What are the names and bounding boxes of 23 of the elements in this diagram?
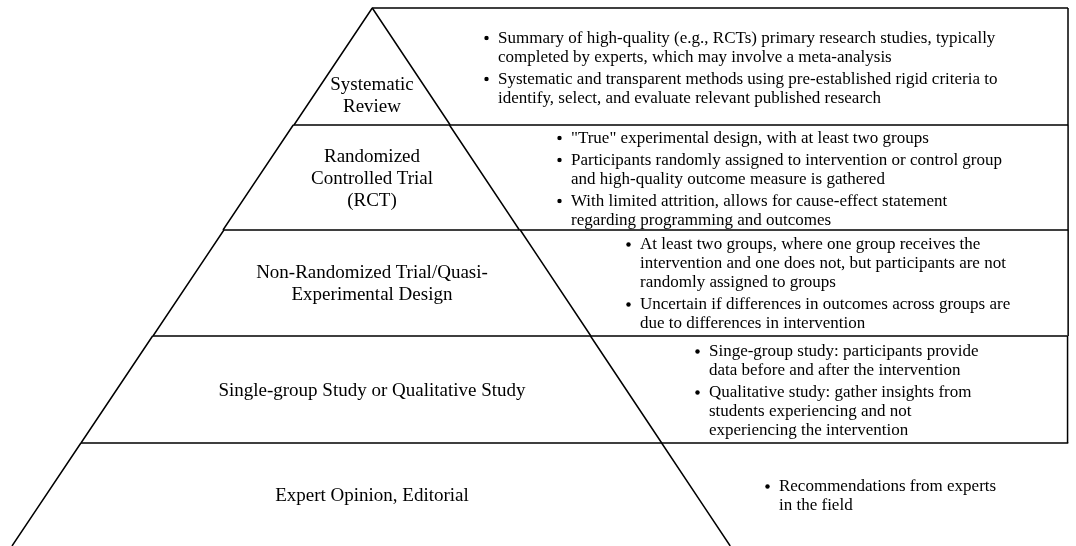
bullet-text: Qualitative study: gather insights from students experiencing and not experiencing the intervention [709,381,973,439]
bullet-text: Summary of high-quality (e.g., RCTs) primary research studies, typically completed by experts, which may involve a meta-analysis [498,27,997,65]
tier-label: Single-group Study or Qualitative Study [217,378,527,401]
pyramid-tier [12,443,731,546]
bullet-text: With limited attrition, allows for cause-effect statement regarding programming and outcomes [571,190,949,228]
tier-label: Randomized Controlled Trial (RCT) [310,144,434,211]
bullet-text: Uncertain if differences in outcomes across groups are due to differences in intervention [640,294,1012,332]
tier-label: Non-Randomized Trial/Quasi-Experimental Design [255,261,489,305]
tier-label: Expert Opinion, Editorial [274,483,470,506]
pyramid-tier [223,125,520,230]
description-panel [449,125,1068,230]
tier-label: Systematic Review [329,72,415,117]
bullet-text: "True" experimental design, with at least two groups [571,127,929,146]
pyramid-tier [81,336,662,443]
bullet-text: Recommendations from experts in the field [779,475,998,514]
bullet-text: Systematic and transparent methods using pre-established rigid criteria to identify, select, and evaluate relevant published research [498,68,999,106]
bullet-text: At least two groups, where one group receives the intervention and one does not, but participants are not randomly assigned to groups [640,234,1007,291]
bullet-text: Singe-group study: participants provide data before and after the intervention [709,340,980,379]
pyramid-tier [152,230,591,336]
pyramid-tier [293,8,450,125]
bullet-text: Participants randomly assigned to intervention or control group and high-quality outcome measure is gathered [571,149,1004,187]
description-panel [590,336,1068,443]
description-panel [519,230,1068,336]
